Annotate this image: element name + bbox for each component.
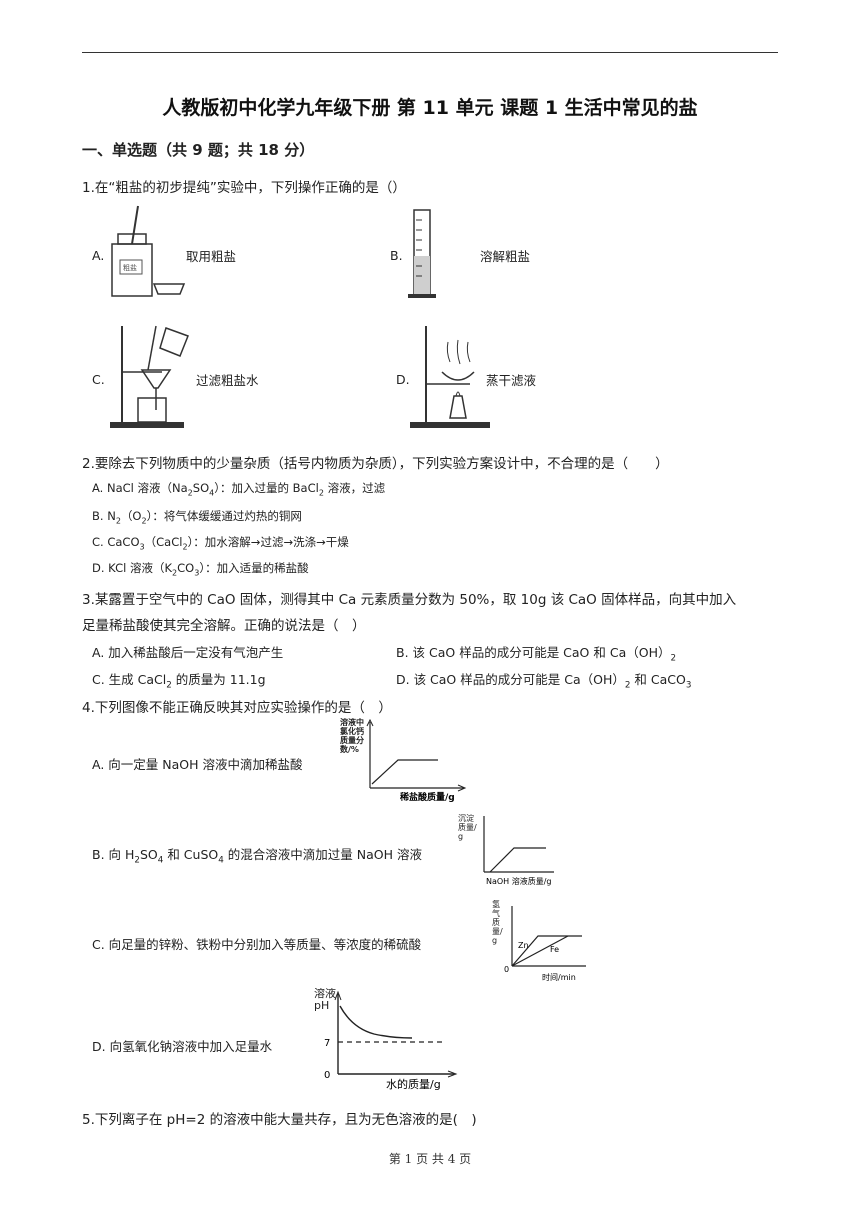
- q1-option-d-letter: D.: [396, 372, 410, 387]
- page-title: 人教版初中化学九年级下册 第 11 单元 课题 1 生活中常见的盐: [162, 97, 698, 119]
- q4-graph-d: 溶液pH 0 7 水的质量/g: [314, 988, 458, 1091]
- q1-option-b-image: [408, 209, 436, 298]
- q1-option-b-text: 溶解粗盐: [480, 249, 531, 264]
- q1-option-a-letter: A.: [92, 248, 105, 263]
- q1-option-d-image: [410, 326, 490, 428]
- q1-option-c-text: 过滤粗盐水: [196, 373, 259, 388]
- question-1-stem: 1.在“粗盐的初步提纯”实验中，下列操作正确的是（）: [82, 180, 406, 196]
- q4-graph-c-series-zn: Zn: [518, 941, 529, 950]
- page-number: 第 1 页 共 4 页: [388, 1152, 472, 1166]
- section-heading: 一、单选题（共 9 题；共 18 分）: [82, 141, 315, 159]
- q1-option-a-image: 粗盐: [111, 205, 186, 297]
- svg-text:粗盐: 粗盐: [123, 263, 137, 272]
- q2-option-c: C. CaCO3（CaCl2）：加水溶解→过滤→洗涤→干燥: [92, 535, 349, 552]
- q3-option-d: D. 该 CaO 样品的成分可能是 Ca（OH）2 和 CaCO3: [396, 672, 692, 691]
- question-2-stem: 2.要除去下列物质中的少量杂质（括号内物质为杂质），下列实验方案设计中，不合理的…: [82, 456, 669, 472]
- q3-option-a: A. 加入稀盐酸后一定没有气泡产生: [92, 645, 284, 660]
- q4-option-b: B. 向 H2SO4 和 CuSO4 的混合溶液中滴加过量 NaOH 溶液: [92, 847, 422, 866]
- q2-option-d: D. KCl 溶液（K2CO3）：加入适量的稀盐酸: [92, 561, 309, 578]
- q4-option-c: C. 向足量的锌粉、铁粉中分别加入等质量、等浓度的稀硫酸: [92, 937, 422, 952]
- q3-option-b: B. 该 CaO 样品的成分可能是 CaO 和 Ca（OH）2: [396, 645, 677, 664]
- q4-graph-c: 氢气质量/g 0 Zn Fe 时间/min: [492, 900, 586, 982]
- q4-option-d: D. 向氢氧化钠溶液中加入足量水: [92, 1039, 273, 1054]
- q3-option-c: C. 生成 CaCl2 的质量为 11.1g: [92, 672, 266, 691]
- question-3-stem-line-2: 足量稀盐酸使其完全溶解。正确的说法是（ ）: [82, 618, 366, 634]
- q4-graph-c-ylabel: 氢气质量/g: [492, 900, 503, 945]
- q2-option-b: B. N2（O2）：将气体缓缓通过灼热的铜网: [92, 509, 302, 526]
- q4-graph-c-origin: 0: [504, 965, 509, 974]
- q4-graph-c-xlabel: 时间/min: [542, 972, 576, 982]
- q4-graph-d-origin: 0: [324, 1070, 330, 1081]
- q1-option-a-text: 取用粗盐: [186, 249, 237, 264]
- q4-graph-a: 溶液中氯化钙质量分数/% 稀盐酸质量/g: [340, 718, 467, 803]
- q2-option-a: A. NaCl 溶液（Na2SO4）：加入过量的 BaCl2 溶液，过滤: [92, 481, 386, 498]
- q4-graph-b-xlabel: NaOH 溶液质量/g: [486, 876, 552, 886]
- q1-option-c-letter: C.: [92, 372, 105, 387]
- q4-graph-a-xlabel: 稀盐酸质量/g: [400, 791, 455, 803]
- question-3-stem-line-1: 3.某露置于空气中的 CaO 固体，测得其中 Ca 元素质量分数为 50%，取 …: [82, 592, 737, 608]
- q4-option-a: A. 向一定量 NaOH 溶液中滴加稀盐酸: [92, 757, 303, 772]
- q4-graph-d-ylabel: 溶液pH: [314, 988, 336, 1012]
- question-4-stem: 4.下列图像不能正确反映其对应实验操作的是（ ）: [82, 700, 392, 716]
- q1-option-c-image: [110, 325, 189, 428]
- q1-option-d-text: 蒸干滤液: [486, 373, 537, 388]
- q1-option-b-letter: B.: [390, 248, 403, 263]
- header-rule: [82, 52, 778, 53]
- q4-graph-d-tick-7: 7: [324, 1038, 330, 1049]
- question-5-stem: 5.下列离子在 pH=2 的溶液中能大量共存，且为无色溶液的是( ): [82, 1112, 477, 1128]
- q4-graph-d-xlabel: 水的质量/g: [386, 1077, 441, 1091]
- q4-graph-a-ylabel: 溶液中氯化钙质量分数/%: [340, 718, 364, 754]
- q4-graph-b: 沉淀质量/g NaOH 溶液质量/g: [458, 814, 554, 886]
- q4-graph-b-ylabel: 沉淀质量/g: [458, 814, 477, 841]
- q4-graph-c-series-fe: Fe: [550, 945, 559, 954]
